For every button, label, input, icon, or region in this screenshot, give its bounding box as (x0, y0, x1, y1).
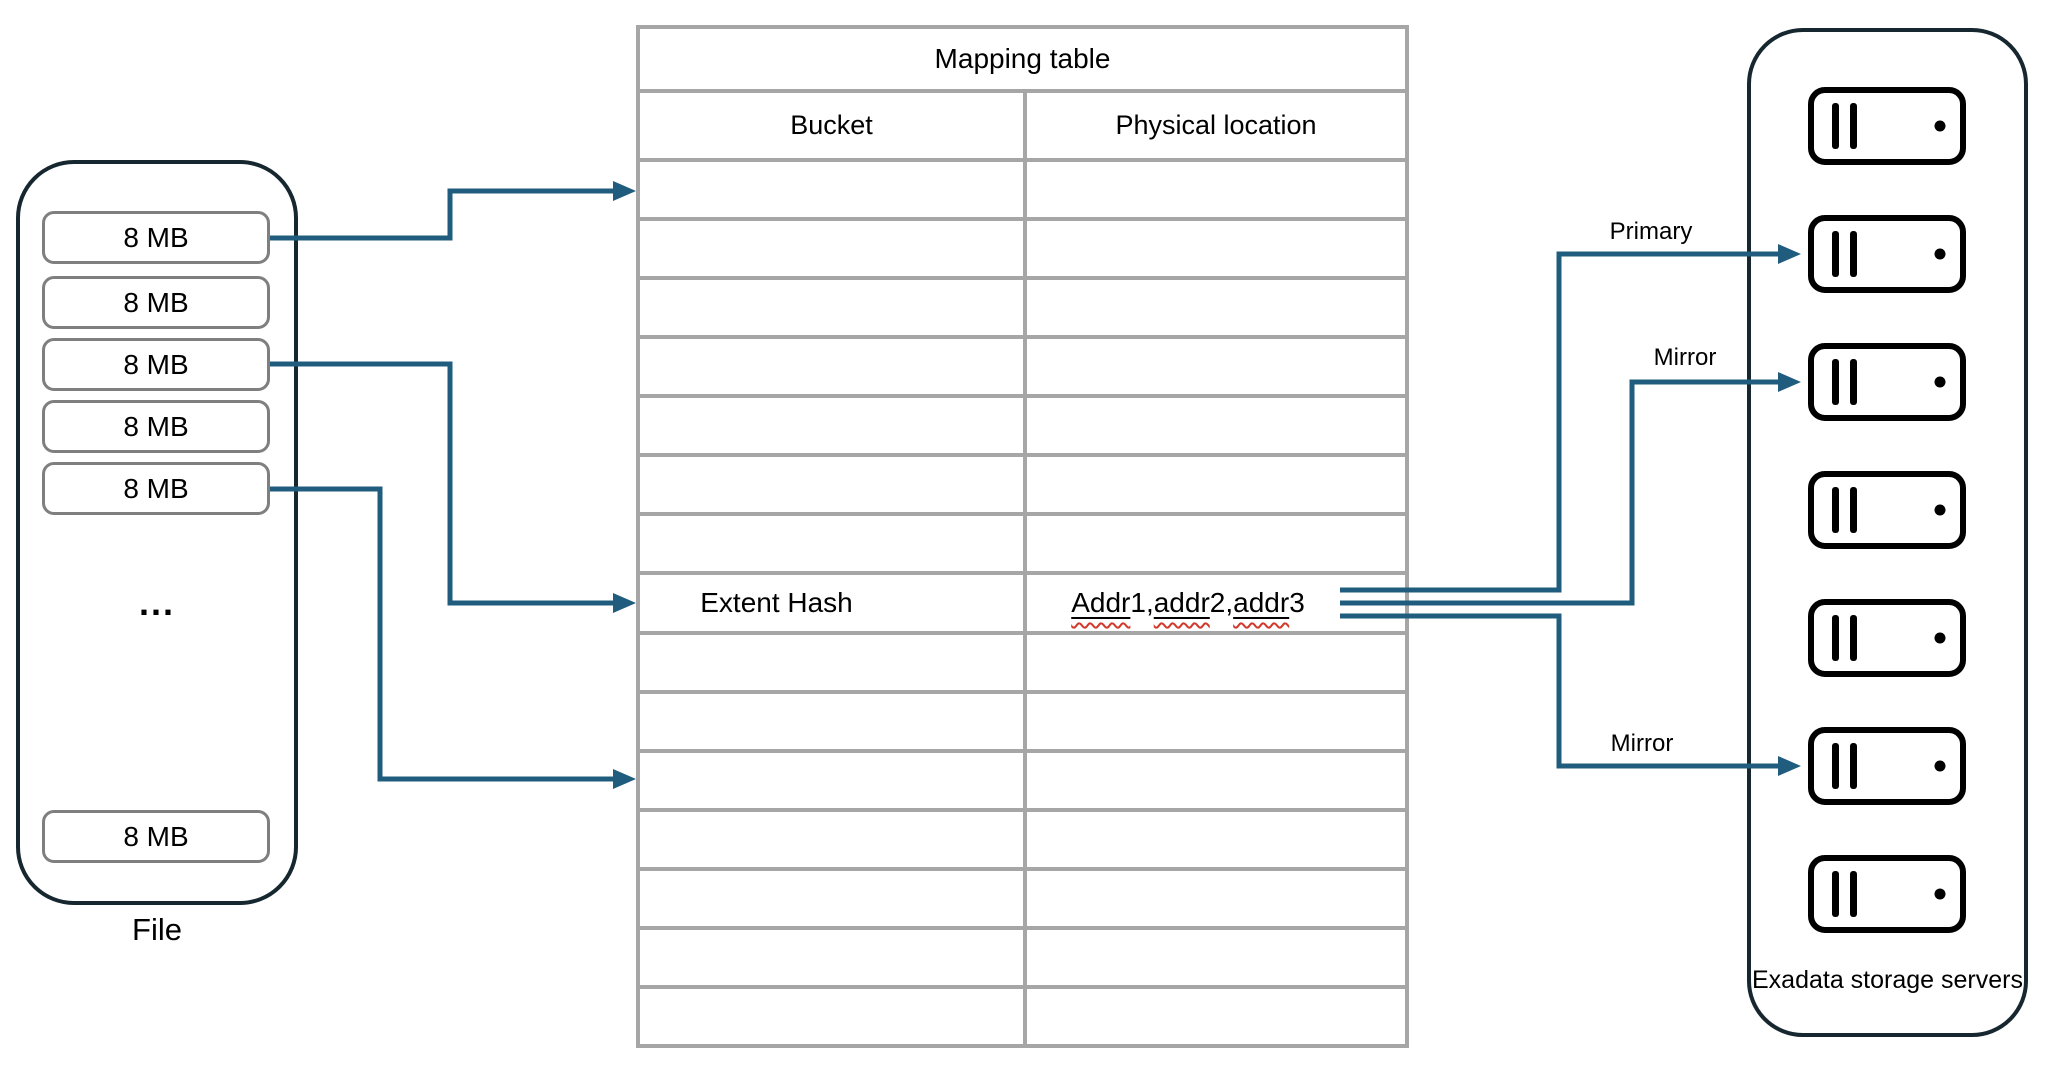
storage-panel: Exadata storage servers (1747, 28, 2028, 1037)
location-cell (1023, 870, 1405, 926)
bucket-cell (640, 162, 1023, 217)
location-cell (1023, 516, 1405, 572)
storage-panel-label: Exadata storage servers (1752, 966, 2023, 994)
storage-server-icon (1808, 471, 1966, 549)
bucket-cell (640, 457, 1023, 512)
bucket-cell: Extent Hash (700, 586, 853, 618)
connector-mirror-top (1340, 372, 1801, 606)
table-row (640, 752, 1405, 812)
table-row (640, 516, 1405, 576)
bucket-cell (640, 753, 1023, 808)
location-cell (1023, 457, 1405, 513)
table-row: Extent Hash Addr 1, addr 2, addr 3 (640, 575, 1405, 635)
table-row (640, 870, 1405, 930)
location-cell (1023, 162, 1405, 218)
storage-server-icon (1808, 343, 1966, 421)
table-row (640, 398, 1405, 458)
table-row (640, 221, 1405, 281)
storage-server-icon (1808, 599, 1966, 677)
location-cell (1023, 339, 1405, 395)
connector-block3-to-extent-hash-row (270, 361, 636, 613)
mapping-table: Mapping table Bucket Physical location E… (636, 25, 1409, 1048)
location-cell (1023, 929, 1405, 985)
mirror-bottom-label: Mirror (1610, 730, 1674, 757)
bucket-cell (640, 221, 1023, 276)
location-cell (1023, 988, 1405, 1044)
location-cell (1023, 752, 1405, 808)
location-cell (1023, 221, 1405, 277)
primary-label: Primary (1609, 218, 1693, 245)
file-ellipsis: ... (138, 582, 175, 623)
location-cell (1023, 280, 1405, 336)
connector-block5-to-row11 (270, 486, 636, 789)
location-cell (1023, 811, 1405, 867)
file-block: 8 MB (42, 338, 270, 391)
table-row (640, 811, 1405, 871)
bucket-cell (640, 339, 1023, 394)
file-block: 8 MB (42, 276, 270, 329)
bucket-cell (640, 930, 1023, 985)
bucket-cell (640, 280, 1023, 335)
location-cell (1023, 693, 1405, 749)
table-row (640, 339, 1405, 399)
location-cell (1023, 634, 1405, 690)
bucket-cell (640, 694, 1023, 749)
storage-server-icon (1808, 855, 1966, 933)
bucket-cell (640, 516, 1023, 571)
mapping-table-title: Mapping table (640, 29, 1405, 93)
storage-server-icon (1808, 215, 1966, 293)
table-row (640, 929, 1405, 989)
table-row (640, 162, 1405, 222)
location-cell (1023, 398, 1405, 454)
connector-primary (1340, 244, 1801, 593)
file-block: 8 MB (42, 211, 270, 264)
table-row (640, 280, 1405, 340)
table-row (640, 988, 1405, 1044)
file-label: File (132, 912, 182, 947)
table-row (640, 634, 1405, 694)
storage-server-icon (1808, 727, 1966, 805)
bucket-column-header: Bucket (790, 110, 873, 140)
table-row (640, 693, 1405, 753)
file-trailing-block: 8 MB (42, 810, 270, 863)
physical-location-column-header: Physical location (1023, 93, 1405, 158)
bucket-cell (640, 398, 1023, 453)
file-block: 8 MB (42, 462, 270, 515)
mirror-top-label: Mirror (1653, 344, 1717, 371)
location-cell: Addr 1, addr 2, addr 3 (1023, 575, 1405, 631)
file-panel: 8 MB 8 MB 8 MB 8 MB 8 MB ... 8 MB (16, 160, 298, 905)
table-body: Extent Hash Addr 1, addr 2, addr 3 (640, 162, 1405, 1044)
storage-server-icon (1808, 87, 1966, 165)
bucket-cell (640, 635, 1023, 690)
bucket-cell (640, 812, 1023, 867)
table-row (640, 457, 1405, 517)
mapping-table-header: Bucket Physical location (640, 93, 1405, 162)
bucket-cell (640, 989, 1023, 1044)
file-block: 8 MB (42, 400, 270, 453)
connector-block1-to-row1 (270, 181, 636, 241)
bucket-cell (640, 871, 1023, 926)
